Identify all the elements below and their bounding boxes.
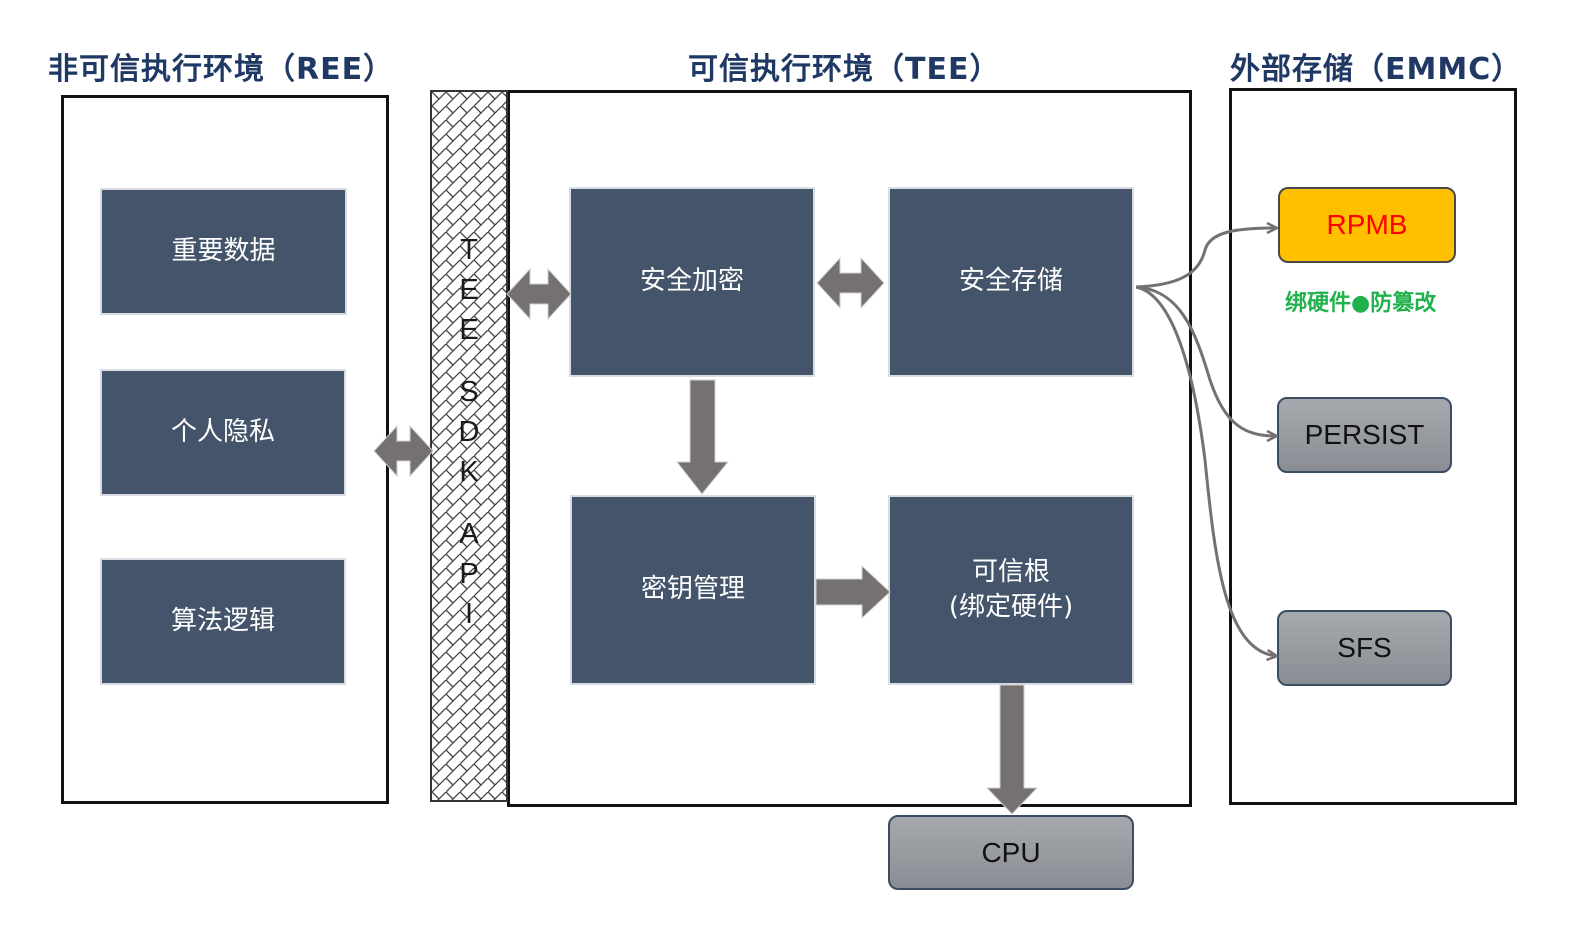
tee-sdk-api-label: T E E S D K A P I (432, 230, 506, 634)
sdk-letter: I (464, 598, 474, 630)
ree-item-personal-privacy: 个人隐私 (100, 369, 346, 496)
tee-section-title: 可信执行环境（TEE） (688, 52, 1001, 87)
storage-to-persist-arrow (1135, 285, 1276, 436)
ree-item-label: 算法逻辑 (170, 605, 275, 636)
ree-item-label: 重要数据 (171, 235, 276, 266)
ree-section-title: 非可信执行环境（REE） (48, 52, 395, 87)
ree-item-important-data: 重要数据 (100, 188, 347, 315)
sdk-letter: A (459, 518, 479, 550)
crypto-storage-double-arrow (816, 256, 885, 310)
sdk-crypto-double-arrow (506, 267, 572, 321)
sdk-letter: P (459, 558, 479, 590)
root-of-trust-label: 可信根 (971, 556, 1050, 587)
cpu-label: CPU (981, 836, 1041, 868)
root-to-cpu-arrow (985, 684, 1039, 815)
sdk-letter: D (458, 416, 480, 448)
tee-sdk-api-bar: T E E S D K A P I (430, 90, 508, 802)
persist-label: PERSIST (1304, 419, 1425, 450)
crypto-to-key-arrow (675, 379, 730, 495)
sdk-letter: T (460, 234, 478, 266)
sfs-box: SFS (1277, 610, 1452, 686)
ree-item-label: 个人隐私 (170, 416, 275, 447)
secure-storage-box: 安全存储 (888, 187, 1134, 377)
ree-sdk-double-arrow (373, 424, 434, 478)
cpu-box: CPU (888, 815, 1134, 890)
root-of-trust-sublabel: (绑定硬件) (948, 592, 1074, 622)
rpmb-box: RPMB (1278, 187, 1456, 263)
sdk-letter: K (459, 456, 479, 488)
ree-item-algorithm-logic: 算法逻辑 (100, 558, 346, 685)
key-to-root-arrow (815, 564, 891, 620)
secure-storage-label: 安全存储 (958, 266, 1063, 297)
sfs-label: SFS (1337, 632, 1392, 663)
sdk-letter: E (459, 314, 479, 346)
secure-crypto-label: 安全加密 (639, 266, 744, 297)
rpmb-note: 绑硬件●防篡改 (1285, 291, 1437, 316)
storage-to-sfs-arrow (1135, 285, 1276, 656)
root-of-trust-box: 可信根 (绑定硬件) (888, 495, 1134, 685)
storage-to-rpmb-arrow (1135, 228, 1276, 289)
key-management-box: 密钥管理 (570, 495, 816, 685)
emmc-section-title: 外部存储（EMMC） (1230, 52, 1523, 87)
key-management-label: 密钥管理 (640, 574, 745, 605)
sdk-letter: E (459, 274, 479, 306)
sdk-letter: S (459, 376, 479, 408)
rpmb-label: RPMB (1326, 209, 1408, 240)
secure-crypto-box: 安全加密 (569, 187, 815, 377)
